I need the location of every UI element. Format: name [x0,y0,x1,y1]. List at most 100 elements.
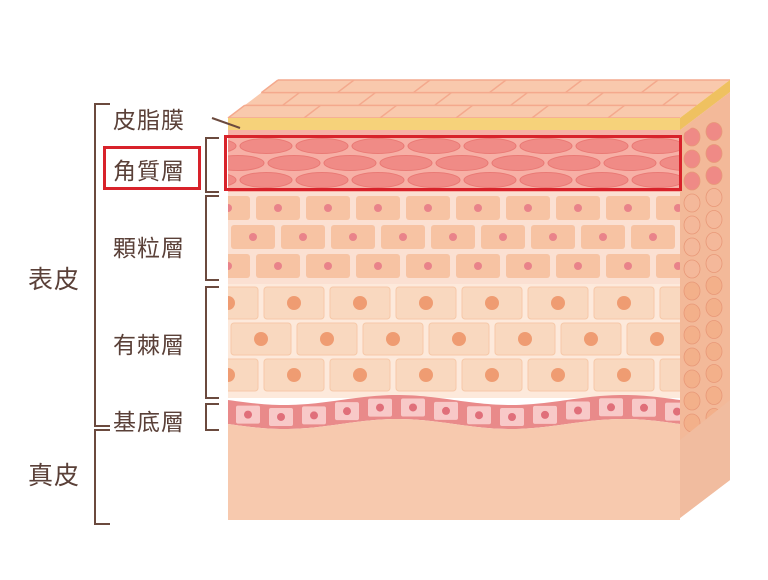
cell-nucleus [617,368,631,382]
corneum-cell [228,155,265,171]
bracket-corneum [205,137,219,193]
granulosum-cell [228,254,250,278]
dermis-layer [228,419,680,520]
corneum-cell [228,140,237,152]
side-cell [683,193,701,213]
cell-nucleus [277,412,285,421]
granulosum-cell [656,196,680,220]
cell-nucleus [424,204,432,212]
side-cell [683,347,701,367]
corneum-cell [491,155,545,171]
cell-nucleus [287,296,301,310]
corneum-cell [267,155,321,171]
cell-nucleus [254,332,268,346]
sebum-pointer-line [211,117,241,129]
bracket-dermis [94,429,110,525]
side-cell [705,276,723,295]
side-cell [705,166,723,185]
cell-nucleus [349,233,357,241]
corneum-cell [575,138,629,154]
label-stratum-spinosum: 有棘層 [113,333,185,359]
corneum-cell [295,172,349,188]
cell-nucleus [274,204,282,212]
cell-nucleus [624,262,632,270]
cell-nucleus [442,406,450,415]
side-cell [705,342,723,361]
corneum-cell [631,172,680,188]
cell-nucleus [399,233,407,241]
cell-nucleus [508,412,516,421]
cell-nucleus [524,262,532,270]
side-cell [683,369,701,389]
side-cell [705,210,723,229]
cell-nucleus [599,233,607,241]
cell-nucleus [353,296,367,310]
spinosum-cell [659,358,680,392]
cell-nucleus [419,296,433,310]
cell-nucleus [574,204,582,212]
cell-nucleus [324,262,332,270]
corneum-cell [519,172,573,188]
side-cell [705,144,723,163]
corneum-cell [659,155,680,171]
cell-nucleus [228,262,232,270]
cell-nucleus [549,233,557,241]
cell-nucleus [324,204,332,212]
cell-nucleus [474,204,482,212]
label-dermis: 真皮 [28,461,81,490]
side-cell [683,281,701,301]
side-cell [705,122,723,141]
side-cell [683,127,701,147]
bracket-spinosum [205,286,219,399]
corneum-cell [239,138,293,154]
side-cell [683,303,701,323]
side-cell [705,320,723,339]
granulosum-cell [228,196,250,220]
corneum-cell [575,172,629,188]
side-cell [683,391,701,411]
cell-nucleus [551,296,565,310]
side-cell [705,232,723,251]
cell-nucleus [374,204,382,212]
spinosum-cell [228,286,259,320]
corneum-cell [463,172,517,188]
cell-nucleus [674,204,680,212]
top-surface [228,80,730,118]
corneum-cell [379,155,433,171]
cell-nucleus [320,332,334,346]
cell-nucleus [584,332,598,346]
spinosum-cell [228,358,259,392]
corneum-cell [435,155,489,171]
bracket-granulosum [205,195,219,281]
cell-nucleus [607,403,615,412]
corneum-cell [407,138,461,154]
cell-nucleus [353,368,367,382]
cell-nucleus [541,410,549,419]
cell-nucleus [419,368,433,382]
cell-nucleus [524,204,532,212]
cell-nucleus [574,406,582,415]
side-cell [705,254,723,273]
side-cell [683,259,701,279]
side-cell [705,188,723,207]
bracket-epidermis [94,103,110,427]
cell-nucleus [274,262,282,270]
cell-nucleus [499,233,507,241]
cell-nucleus [649,233,657,241]
cell-nucleus [650,332,664,346]
corneum-cell [631,138,680,154]
cell-nucleus [449,233,457,241]
spinosum-cell [659,286,680,320]
cell-nucleus [376,403,384,412]
cell-nucleus [386,332,400,346]
side-cell [683,325,701,345]
cell-nucleus [617,296,631,310]
corneum-cell [603,155,657,171]
side-cell [683,171,701,191]
label-sebum: 皮脂膜 [113,108,185,134]
cell-nucleus [518,332,532,346]
highlight-box-label [103,146,201,190]
cell-nucleus [674,262,680,270]
cell-nucleus [299,233,307,241]
